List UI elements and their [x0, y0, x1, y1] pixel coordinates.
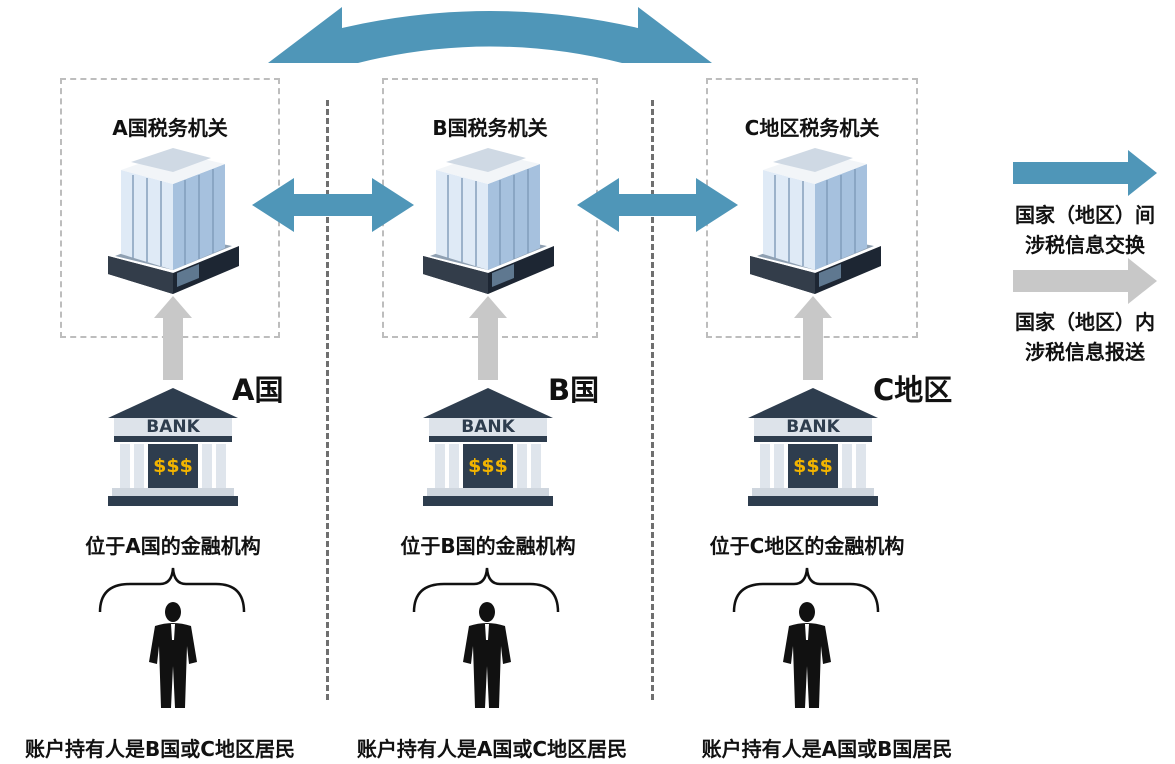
holder-label-a: 账户持有人是B国或C地区居民 [25, 737, 295, 761]
office-building-icon [108, 148, 239, 294]
legend-exchange-label: 国家（地区）间 涉税信息交换 [1000, 200, 1170, 260]
authority-title-a: A国税务机关 [112, 116, 228, 140]
bank-icon: BANK $$$ [748, 388, 878, 510]
legend-report-label: 国家（地区）内 涉税信息报送 [1000, 307, 1170, 367]
bank-icon: BANK $$$ [108, 388, 238, 510]
holder-label-b: 账户持有人是A国或C地区居民 [356, 737, 628, 761]
country-label-b: B国 [548, 373, 600, 407]
holder-label-c: 账户持有人是A国或B国居民 [701, 737, 953, 761]
office-building-icon [423, 148, 554, 294]
bank-sign: BANK [786, 417, 840, 437]
legend-report-line1: 国家（地区）内 [1015, 310, 1155, 334]
country-label-c: C地区 [873, 373, 953, 407]
bank-sign: BANK [461, 417, 515, 437]
legend-exchange-line1: 国家（地区）间 [1015, 203, 1155, 227]
institution-label-b: 位于B国的金融机构 [400, 534, 576, 558]
office-building-icon [750, 148, 881, 294]
bank-money: $$$ [153, 455, 193, 477]
account-holder-icon [783, 602, 831, 708]
divider-ab [326, 100, 329, 700]
institution-label-a: 位于A国的金融机构 [85, 534, 261, 558]
bank-money: $$$ [468, 455, 508, 477]
legend-report-line2: 涉税信息报送 [1025, 340, 1145, 364]
account-holder-icon [149, 602, 197, 708]
bank-icon: BANK $$$ [423, 388, 553, 510]
institution-label-c: 位于C地区的金融机构 [709, 534, 905, 558]
bank-money: $$$ [793, 455, 833, 477]
legend-exchange-line2: 涉税信息交换 [1025, 233, 1145, 257]
country-label-a: A国 [232, 373, 284, 407]
bank-sign: BANK [146, 417, 200, 437]
authority-title-c: C地区税务机关 [744, 116, 880, 140]
authority-title-b: B国税务机关 [432, 116, 548, 140]
divider-bc [651, 100, 654, 700]
account-holder-icon [463, 602, 511, 708]
